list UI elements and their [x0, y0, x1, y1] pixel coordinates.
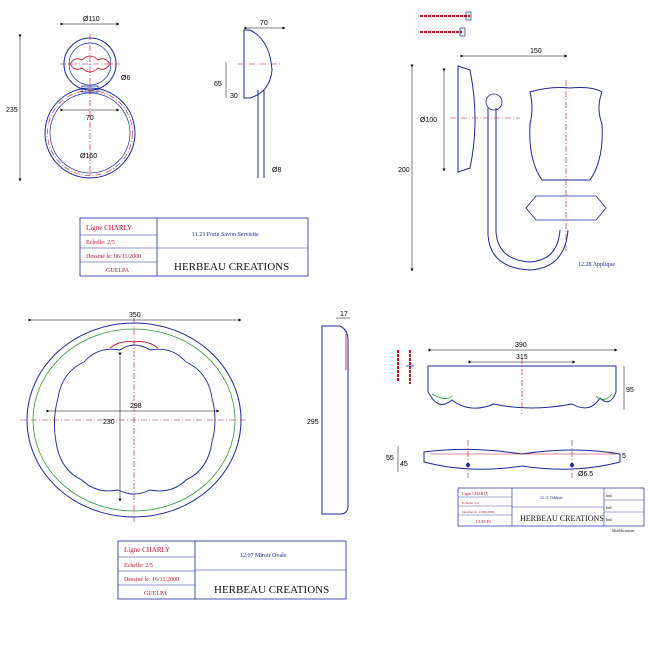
dim-235: 235 [6, 107, 18, 114]
tb-item: 11.23 Porte Savon Serviette [192, 232, 259, 238]
tb-dessine: Dessiné le: 06/11/2000 [86, 254, 141, 260]
tb-mirror-echelle: Echelle: 2/5 [124, 563, 153, 569]
tb-mirror-guelpa: GUELPA [144, 591, 168, 597]
dim-45: 45 [400, 461, 408, 468]
dim-295: 295 [307, 419, 319, 426]
dim-390: 390 [515, 342, 527, 349]
tablette-screws [397, 350, 414, 384]
dim-350: 350 [129, 312, 141, 319]
arm-outer [487, 108, 569, 271]
title-block-mirror: Ligne CHARLY Echelle: 2/5 Dessiné le: 16… [117, 540, 347, 600]
tb-tab-modif: Modifications [612, 528, 635, 533]
mirror-glass [53, 344, 216, 495]
cup-holder [525, 195, 607, 221]
ring-side-view [243, 29, 273, 99]
dim-315: 315 [516, 354, 528, 361]
dim-70: 70 [86, 115, 94, 122]
tb-company: HERBEAU CREATIONS [174, 261, 289, 273]
tb-tab-ind3: Ind: [606, 517, 612, 522]
tb-mirror-ligne: Ligne CHARLY [124, 546, 170, 554]
dim-5: 5 [622, 453, 626, 460]
dim-298: 298 [130, 403, 142, 410]
tb-tab-guelpa: GUELPA [476, 519, 492, 524]
dim-diam-100: Ø100 [420, 117, 437, 124]
dim-55: 55 [386, 455, 394, 462]
dim-diam-160: Ø160 [80, 153, 97, 160]
dim-side-70: 70 [260, 20, 268, 27]
dim-150: 150 [530, 48, 542, 55]
tb-mirror-dessine: Dessiné le: 16/11/2000 [124, 577, 179, 583]
mirror-sheet: 350 298 230 17 295 Ligne CHARLY Echelle:… [20, 311, 350, 600]
title-block-tablette: Ligne CHARLY Echelle: 1/2 Dessiné le: 13… [457, 487, 645, 533]
glass-shade [529, 87, 603, 181]
dim-diam-6-5: Ø6.5 [578, 471, 593, 478]
dim-diam-110: Ø110 [83, 16, 100, 23]
arm-inner [495, 108, 561, 263]
tb-ligne: Ligne CHARLY [86, 224, 132, 232]
wall-plate [457, 65, 476, 173]
mirror-side-view [321, 325, 349, 515]
ring-inner [49, 92, 131, 174]
screws [420, 11, 472, 37]
dim-diam-6: Ø6 [121, 75, 130, 82]
applique-sheet: 150 Ø100 200 12.28 Applique [398, 11, 615, 272]
dim-30: 30 [230, 93, 238, 100]
dim-17: 17 [340, 311, 348, 318]
tb-tab-ind1: Ind: [606, 493, 612, 498]
tb-tab-dessine: Dessiné le: 13/06/2000 [462, 510, 495, 514]
ring-outer [44, 87, 136, 179]
applique-label: 12.28 Applique [578, 262, 615, 268]
tb-tab-company: HERBEAU CREATIONS [520, 514, 604, 523]
tablette-side-view [423, 448, 621, 470]
title-block-ring: Ligne CHARLY Echelle: 2/5 Dessiné le: 06… [79, 217, 309, 277]
dim-diam-8: Ø8 [272, 167, 281, 174]
tb-mirror-company: HERBEAU CREATIONS [214, 584, 329, 596]
tb-tab-ind2: Ind: [606, 505, 612, 510]
dim-65: 65 [214, 81, 222, 88]
dim-200: 200 [398, 167, 410, 174]
tb-tab-item: 12.11 Tablette [540, 495, 563, 500]
dim-230: 230 [103, 419, 115, 426]
towel-ring-sheet: Ø110 235 70 Ø6 Ø160 70 65 30 Ø8 Ligne CH… [6, 16, 309, 277]
tb-echelle: Echelle: 2/5 [86, 240, 115, 246]
tablette-front-view [427, 365, 617, 409]
tb-mirror-item: 12.07 Miroir Ovale [240, 553, 287, 559]
tb-tab-ligne: Ligne CHARLY [462, 491, 488, 496]
tb-tab-echelle: Echelle: 1/2 [462, 501, 479, 505]
tablette-sheet: 390 315 95 55 45 Ø6.5 5 Ligne CHARLY Ec [386, 342, 645, 533]
tb-guelpa: GUELPA [106, 268, 130, 274]
dim-95: 95 [626, 387, 634, 394]
